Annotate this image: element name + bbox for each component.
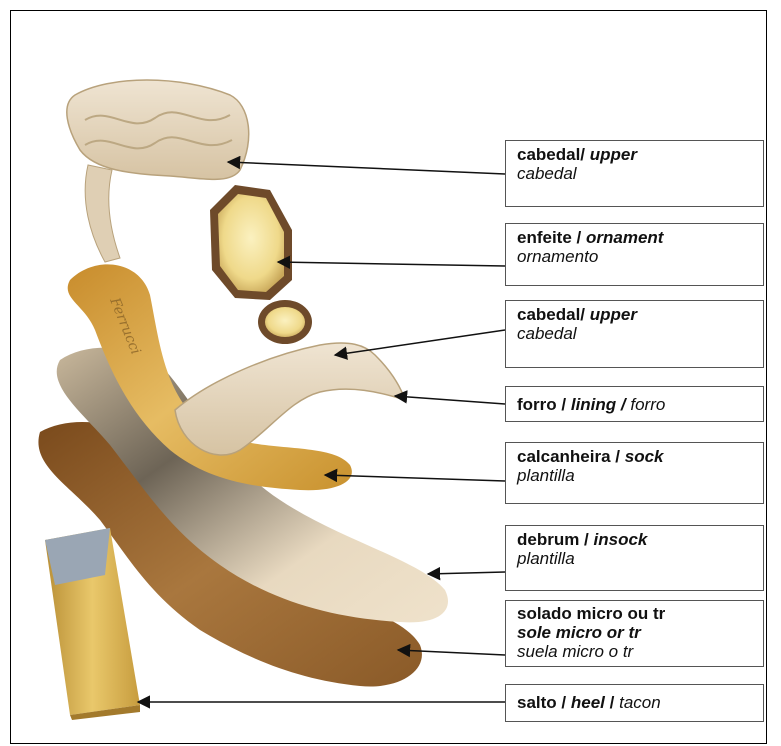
label-upper-front: cabedal/ upper cabedal	[505, 300, 764, 368]
leader-upper-front	[335, 330, 505, 355]
label-sep: /	[621, 395, 626, 414]
ankle-strap-shape	[67, 80, 249, 179]
label-en: insock	[594, 530, 648, 549]
label-es: ornamento	[517, 247, 753, 266]
label-pt: salto /	[517, 693, 566, 712]
label-es: plantilla	[517, 466, 753, 485]
label-pt: forro /	[517, 395, 566, 414]
label-es: forro	[630, 395, 665, 414]
label-es: plantilla	[517, 549, 753, 568]
label-sole: solado micro ou tr sole micro or tr suel…	[505, 600, 764, 667]
label-pt: cabedal/	[517, 305, 585, 324]
label-heel: salto / heel / tacon	[505, 684, 764, 722]
label-en: upper	[590, 145, 637, 164]
label-ornament: enfeite / ornament ornamento	[505, 223, 764, 286]
label-en: sole micro or tr	[517, 623, 753, 642]
leader-insock	[428, 572, 505, 574]
label-es: cabedal	[517, 324, 753, 343]
label-en: ornament	[586, 228, 663, 247]
label-en: upper	[590, 305, 637, 324]
label-pt: calcanheira /	[517, 447, 620, 466]
label-pt: solado micro ou tr	[517, 604, 753, 623]
label-pt: cabedal/	[517, 145, 585, 164]
label-es: tacon	[619, 693, 661, 712]
label-en: heel	[571, 693, 605, 712]
label-sock: calcanheira / sock plantilla	[505, 442, 764, 504]
label-upper-top: cabedal/ upper cabedal	[505, 140, 764, 207]
label-es: cabedal	[517, 164, 753, 183]
label-lining: forro / lining / forro	[505, 386, 764, 422]
label-es: suela micro o tr	[517, 642, 753, 661]
label-pt: debrum /	[517, 530, 589, 549]
leader-upper-top	[228, 162, 505, 174]
label-en: sock	[625, 447, 664, 466]
side-strap-shape	[85, 165, 120, 262]
heel-shape	[45, 528, 140, 720]
label-sep: /	[610, 693, 615, 712]
label-insock: debrum / insock plantilla	[505, 525, 764, 591]
ornament-shape	[210, 185, 312, 344]
label-pt: enfeite /	[517, 228, 581, 247]
leader-lining	[395, 396, 505, 404]
front-upper-shape	[175, 343, 405, 455]
label-en: lining	[571, 395, 616, 414]
leader-sock	[325, 475, 505, 481]
leader-ornament	[278, 262, 505, 266]
